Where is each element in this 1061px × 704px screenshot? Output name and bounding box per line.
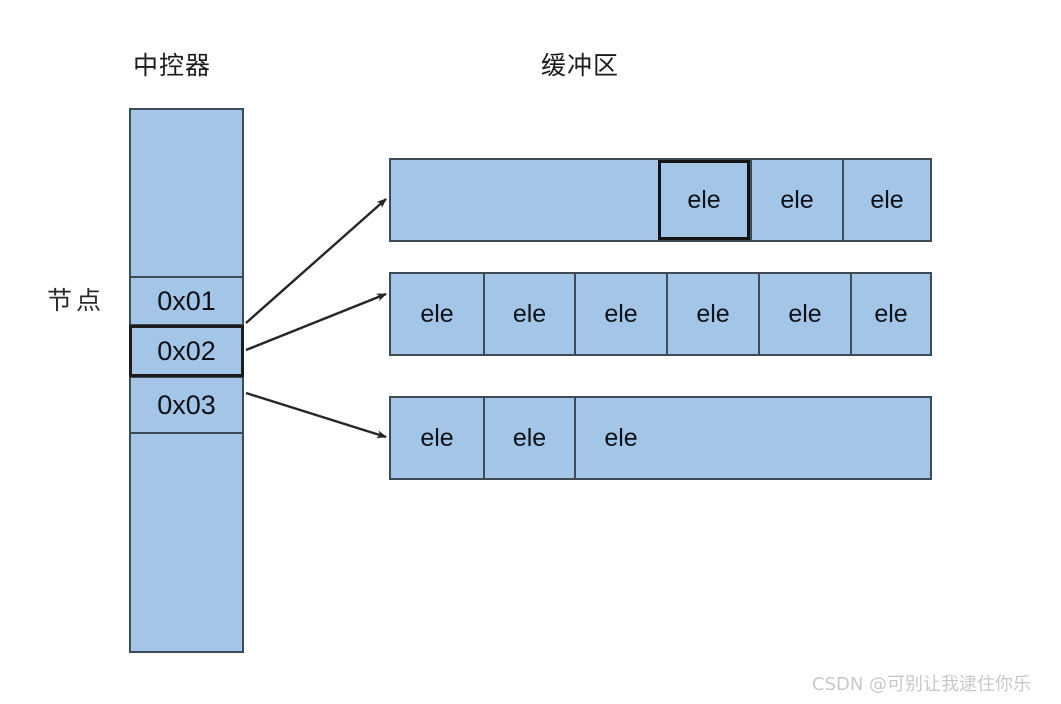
buffer-row: ele ele ele <box>389 158 932 242</box>
buffer-cell[interactable]: ele <box>391 274 483 354</box>
buffer-title: 缓冲区 <box>541 51 620 80</box>
node-cell-0x03[interactable]: 0x03 <box>129 376 244 434</box>
buffer-cell[interactable]: ele <box>666 274 758 354</box>
buffer-cell[interactable]: ele <box>574 398 666 478</box>
watermark: CSDN @可别让我逮住你乐 <box>812 674 1032 695</box>
node-cell-0x02[interactable]: 0x02 <box>129 325 244 377</box>
buffer-cell[interactable]: ele <box>483 274 574 354</box>
node-address-text: 0x01 <box>157 285 216 316</box>
buffer-free-space <box>391 160 658 240</box>
buffer-cell[interactable]: ele <box>842 160 930 240</box>
buffer-row: ele ele ele ele ele ele <box>389 272 932 356</box>
controller-title: 中控器 <box>133 51 212 80</box>
node-label: 节点 <box>47 286 106 315</box>
node-address-text: 0x02 <box>157 335 216 366</box>
buffer-row: ele ele ele <box>389 396 932 480</box>
buffer-cell[interactable]: ele <box>574 274 666 354</box>
buffer-cell[interactable]: ele <box>750 160 842 240</box>
arrow-node-0x01-to-row-1 <box>245 198 387 324</box>
buffer-cell[interactable]: ele <box>658 160 750 240</box>
node-address-text: 0x03 <box>157 389 216 420</box>
buffer-cell[interactable]: ele <box>758 274 850 354</box>
arrow-node-0x03-to-row-3 <box>245 391 387 439</box>
arrow-node-0x02-to-row-2 <box>245 292 387 352</box>
buffer-cell[interactable]: ele <box>391 398 483 478</box>
buffer-cell[interactable]: ele <box>483 398 574 478</box>
buffer-free-space <box>666 398 930 478</box>
buffer-cell[interactable]: ele <box>850 274 930 354</box>
node-cell-0x01[interactable]: 0x01 <box>129 276 244 326</box>
